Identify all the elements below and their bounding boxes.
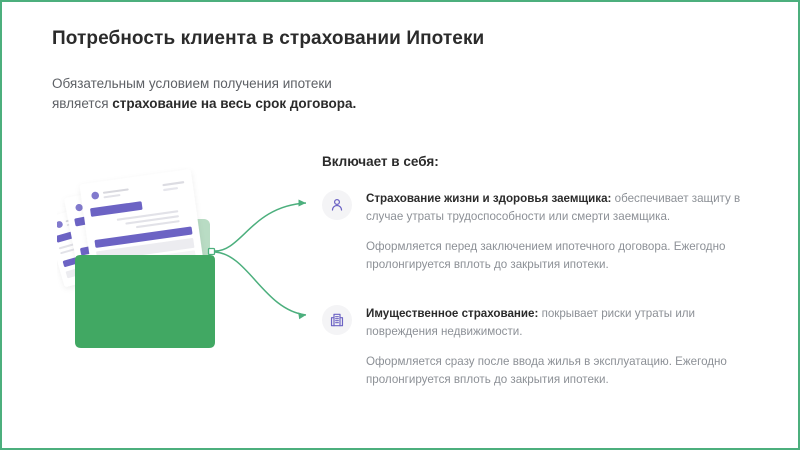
connector-arrow-up-head	[298, 199, 306, 207]
list-item-body: Страхование жизни и здоровья заемщика: о…	[366, 190, 744, 273]
subtitle: Обязательным условием получения ипотеки …	[52, 74, 356, 114]
list-item-text: покрывает риски утраты или повреждения н…	[366, 307, 696, 338]
documents-folder-illustration	[57, 169, 215, 348]
subtitle-line-1: Обязательным условием получения ипотеки	[52, 76, 332, 91]
list-item-lead: Страхование жизни и здоровья заемщика:	[366, 192, 612, 205]
list-item-main-paragraph: Страхование жизни и здоровья заемщика: о…	[366, 190, 744, 225]
page-title: Потребность клиента в страховании Ипотек…	[52, 28, 485, 49]
folder-front	[75, 255, 215, 348]
subtitle-line-2-bold: страхование на весь срок договора.	[112, 96, 357, 111]
person-icon	[331, 198, 343, 211]
subtitle-line-2-plain: является	[52, 96, 113, 111]
includes-heading: Включает в себя:	[322, 154, 439, 169]
icon-badge	[322, 190, 352, 220]
list-item: Страхование жизни и здоровья заемщика: о…	[322, 190, 744, 273]
connector-arrow-down-head	[298, 312, 306, 320]
list-item-body: Имущественное страхование: покрывает рис…	[366, 305, 744, 388]
list-item: Имущественное страхование: покрывает рис…	[322, 305, 744, 388]
list-item-lead: Имущественное страхование:	[366, 307, 539, 320]
list-item-main-paragraph: Имущественное страхование: покрывает рис…	[366, 305, 744, 340]
list-item-note: Оформляется сразу после ввода жилья в эк…	[366, 355, 727, 386]
list-item-note: Оформляется перед заключением ипотечного…	[366, 240, 726, 271]
list-item-text: обеспечивает защиту в случае утраты труд…	[366, 192, 741, 223]
icon-badge	[322, 305, 352, 335]
building-icon	[330, 313, 344, 327]
